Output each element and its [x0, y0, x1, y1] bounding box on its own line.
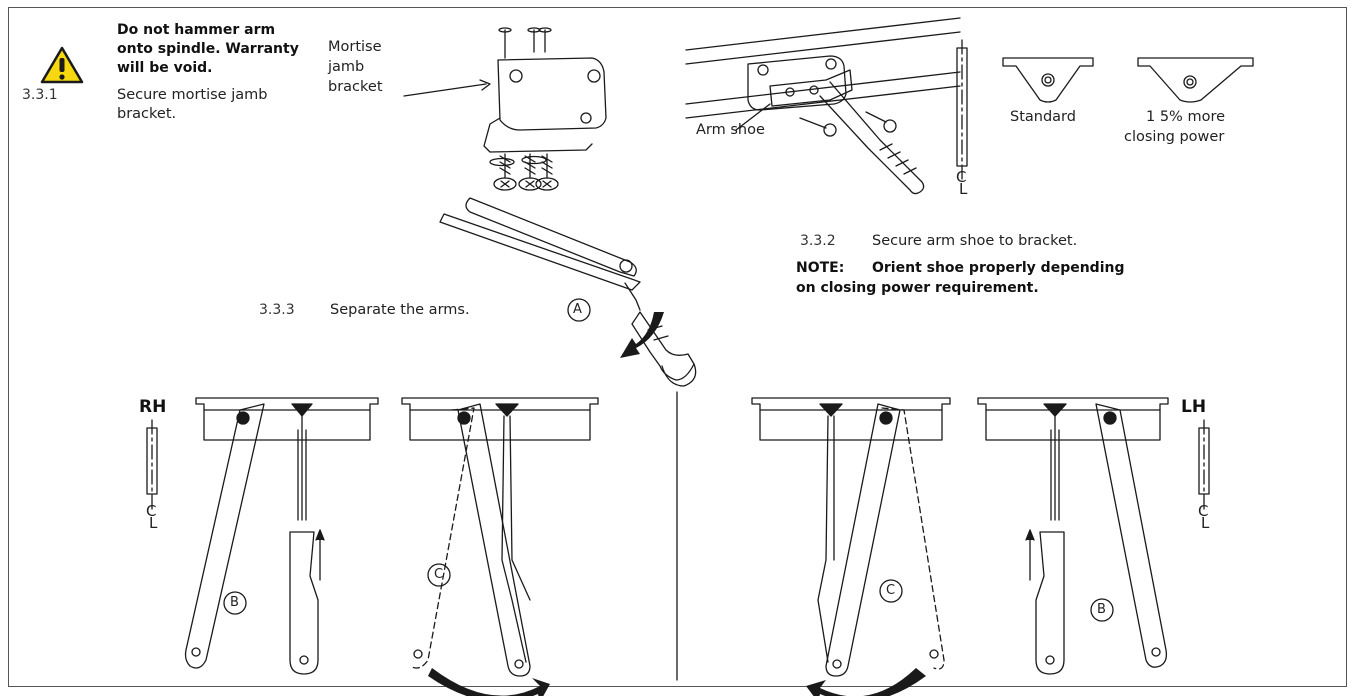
- warning-line-2: onto spindle. Warranty: [117, 41, 299, 57]
- curved-arrow-icon: [806, 668, 926, 696]
- mortise-label-3: bracket: [328, 79, 383, 95]
- callout-a: A: [573, 302, 582, 317]
- mortise-label-2: jamb: [328, 59, 365, 75]
- callout-b-lh: B: [1097, 602, 1106, 617]
- mortise-label-1: Mortise: [328, 39, 382, 55]
- cl-c-top: C: [956, 168, 967, 186]
- arm-shoe-label: Arm shoe: [696, 122, 765, 138]
- step-333-text: Separate the arms.: [330, 302, 470, 318]
- cl-l-rh: L: [149, 514, 158, 532]
- cl-l-top: L: [959, 180, 968, 198]
- cl-l-lh: L: [1201, 514, 1210, 532]
- warning-line-3: will be void.: [117, 60, 213, 76]
- more-power-label-1: 1 5% more: [1146, 109, 1226, 125]
- arm-shoe-drawing: [685, 17, 961, 195]
- step-333-number: 3.3.3: [259, 302, 295, 318]
- curved-arrow-icon: [428, 668, 550, 696]
- callout-c-rh: C: [434, 567, 444, 582]
- diagram-frame: [8, 7, 1347, 687]
- rh-closer-b: [184, 397, 379, 675]
- note-line-2: on closing power requirement.: [796, 280, 1039, 296]
- step-331-line-1: Secure mortise jamb: [117, 87, 268, 103]
- lh-closer-c: [751, 397, 951, 677]
- warning-line-1: Do not hammer arm: [117, 22, 276, 38]
- step-331-number: 3.3.1: [22, 87, 58, 103]
- shoe-orientation-drawings: [1002, 57, 1254, 103]
- standard-label: Standard: [1010, 109, 1076, 125]
- step-332-text: Secure arm shoe to bracket.: [872, 233, 1078, 249]
- more-power-label-2: closing power: [1124, 129, 1225, 145]
- step-331-line-2: bracket.: [117, 106, 177, 122]
- note-line-1: Orient shoe properly depending: [872, 260, 1125, 276]
- callout-b-rh: B: [230, 595, 239, 610]
- rh-label: RH: [139, 397, 167, 417]
- curved-arrow-icon: [620, 312, 664, 358]
- mortise-bracket-drawing: [403, 27, 607, 191]
- cl-c-lh: C: [1198, 502, 1209, 520]
- rh-closer-c: [401, 397, 599, 677]
- note-label: NOTE:: [796, 260, 845, 276]
- lh-label: LH: [1181, 397, 1207, 417]
- lh-closer-b: [977, 397, 1169, 675]
- callout-c-lh: C: [886, 583, 896, 598]
- arm-separation-drawing: [439, 197, 697, 387]
- cl-c-rh: C: [146, 502, 157, 520]
- step-332-number: 3.3.2: [800, 233, 836, 249]
- centerline-symbols: [146, 39, 1210, 511]
